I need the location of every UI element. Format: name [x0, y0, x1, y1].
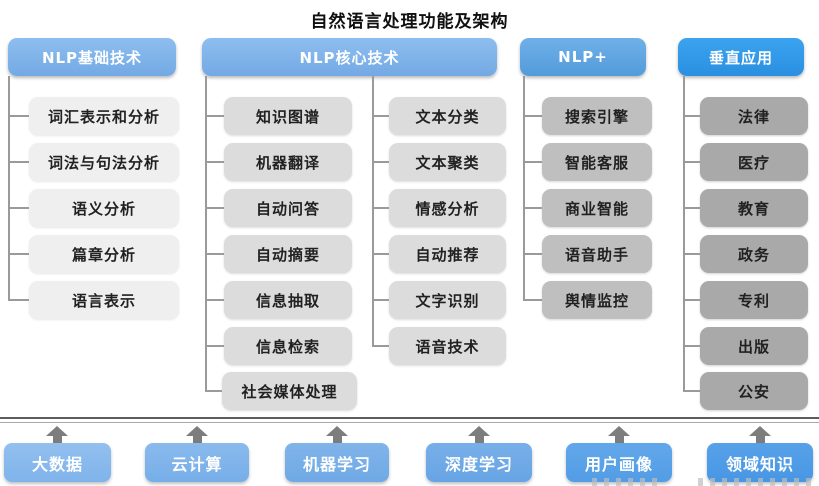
tree-node: 教育 [683, 189, 808, 227]
column-header-nlp-core: NLP核心技术 [202, 38, 497, 76]
tree-node: 文本聚类 [372, 143, 506, 181]
column-header-nlp-plus: NLP+ [520, 38, 646, 76]
tree-node: 公安 [683, 372, 808, 410]
connector-vline [8, 76, 10, 300]
up-arrow-icon [46, 426, 68, 444]
page-title: 自然语言处理功能及架构 [310, 12, 509, 32]
foundation-box: 大数据 [4, 443, 111, 482]
tree-node: 搜索引擎 [523, 97, 652, 135]
tree-node: 知识图谱 [205, 97, 352, 135]
tree-node: 专利 [683, 281, 808, 319]
tree-node: 语音助手 [523, 235, 652, 273]
separator-line [0, 422, 819, 423]
foundation-box: 机器学习 [285, 443, 389, 482]
tree-node: 文本分类 [372, 97, 506, 135]
column-header-nlp-basics: NLP基础技术 [8, 38, 176, 76]
tree-node: 词汇表示和分析 [8, 97, 179, 135]
foundation-box: 深度学习 [426, 443, 532, 482]
tree-node: 篇章分析 [8, 235, 179, 273]
tree-node: 法律 [683, 97, 808, 135]
tree-node: 文字识别 [372, 281, 506, 319]
up-arrow-icon [749, 426, 771, 444]
tree-node: 机器翻译 [205, 143, 352, 181]
tree-node: 语音技术 [372, 327, 506, 365]
tree-node: 情感分析 [372, 189, 506, 227]
tree-node: 出版 [683, 327, 808, 365]
tree-node: 政务 [683, 235, 808, 273]
tree-node: 信息抽取 [205, 281, 352, 319]
tree-node: 智能客服 [523, 143, 652, 181]
foundation-box: 用户画像 [566, 443, 672, 482]
column-header-vertical-apps: 垂直应用 [678, 38, 804, 76]
separator-line [0, 417, 819, 419]
tree-node: 舆情监控 [523, 281, 652, 319]
up-arrow-icon [186, 426, 208, 444]
connector-vline [523, 76, 525, 300]
connector-vline [683, 76, 685, 391]
tree-node: 信息检索 [205, 327, 352, 365]
tree-node: 医疗 [683, 143, 808, 181]
up-arrow-icon [608, 426, 630, 444]
tree-node: 自动问答 [205, 189, 352, 227]
watermark-fragment [592, 478, 664, 486]
tree-node: 词法与句法分析 [8, 143, 179, 181]
tree-node: 自动推荐 [372, 235, 506, 273]
tree-node: 社会媒体处理 [205, 372, 357, 410]
watermark-fragment [698, 478, 816, 486]
tree-node: 商业智能 [523, 189, 652, 227]
tree-node: 语义分析 [8, 189, 179, 227]
up-arrow-icon [326, 426, 348, 444]
connector-vline [372, 76, 374, 346]
foundation-box: 领域知识 [707, 443, 813, 482]
tree-node: 自动摘要 [205, 235, 352, 273]
tree-node: 语言表示 [8, 281, 179, 319]
foundation-box: 云计算 [145, 443, 249, 482]
connector-vline [205, 76, 207, 391]
up-arrow-icon [468, 426, 490, 444]
